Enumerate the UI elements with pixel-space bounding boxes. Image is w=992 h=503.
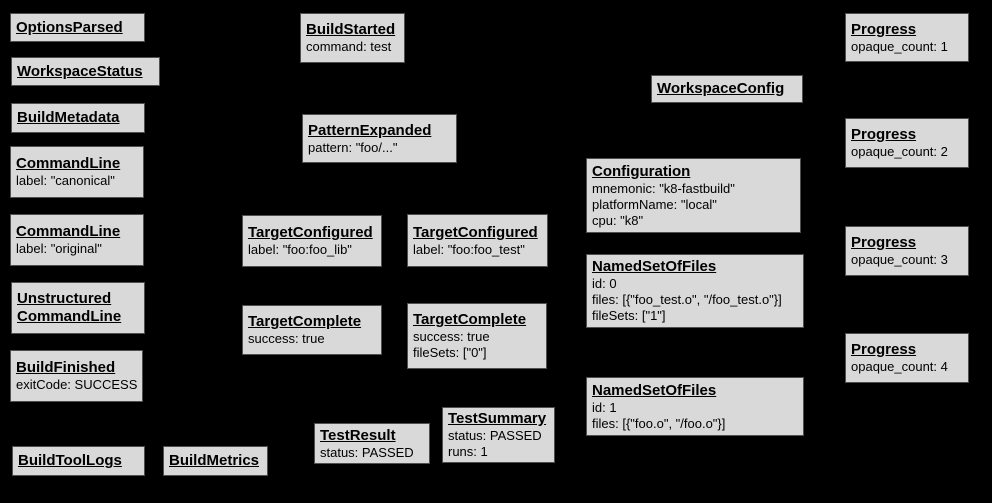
event-field: opaque_count: 1 [851, 38, 948, 54]
event-field: success: true [413, 329, 490, 344]
event-title: TargetConfigured [413, 223, 538, 241]
event-title: BuildFinished [16, 359, 116, 376]
event-box-build-metadata: BuildMetadata [11, 103, 145, 133]
event-field: opaque_count: 4 [851, 359, 948, 374]
event-field: command: test [306, 39, 392, 54]
event-box-workspace-status: WorkspaceStatus [11, 57, 160, 86]
event-box-progress-3: Progress opaque_count: 3 [845, 226, 969, 276]
event-title: WorkspaceStatus [17, 62, 143, 80]
event-box-progress-4: Progress opaque_count: 4 [845, 333, 969, 383]
event-title: NamedSetOfFiles [592, 258, 717, 275]
event-field: pattern: "foo/..." [308, 139, 398, 155]
event-field: label: "foo:foo_lib" [248, 242, 352, 257]
event-box-pattern-expanded: PatternExpanded pattern: "foo/..." [302, 114, 457, 163]
event-box-options-parsed: OptionsParsed [10, 13, 145, 42]
event-box-configuration: Configuration mnemonic: "k8-fastbuild" p… [586, 158, 801, 233]
event-field: exitCode: SUCCESS [16, 377, 138, 392]
event-title: WorkspaceConfig [657, 80, 785, 97]
event-field: status: PASSED [448, 428, 542, 443]
event-box-build-tool-logs: BuildToolLogs [12, 446, 145, 476]
event-title: TargetComplete [248, 313, 362, 330]
event-field: opaque_count: 3 [851, 252, 948, 267]
event-field: runs: 1 [448, 444, 488, 459]
event-box-target-complete-foo-test: TargetComplete success: true fileSets: [… [407, 303, 547, 369]
event-field: files: [{"foo.o", "/foo.o"}] [592, 415, 726, 431]
event-title: Configuration [592, 162, 691, 180]
event-title: TestSummary [448, 410, 547, 427]
event-title: BuildToolLogs [18, 452, 122, 469]
event-field: opaque_count: 2 [851, 144, 948, 159]
event-title: BuildMetadata [17, 109, 120, 126]
event-field: id: 1 [592, 399, 617, 415]
event-title: PatternExpanded [308, 121, 432, 139]
event-title: CommandLine [16, 223, 121, 240]
event-title: NamedSetOfFiles [592, 381, 717, 399]
event-field: cpu: "k8" [592, 212, 644, 228]
event-box-command-line-original: CommandLine label: "original" [10, 214, 144, 266]
event-field: label: "canonical" [16, 173, 115, 188]
event-box-unstructured-command-line: Unstructured CommandLine [11, 282, 145, 334]
event-title: OptionsParsed [16, 18, 123, 36]
event-box-target-configured-foo-test: TargetConfigured label: "foo:foo_test" [407, 214, 548, 267]
event-box-build-started: BuildStarted command: test [300, 13, 405, 63]
event-field: label: "original" [16, 241, 102, 256]
event-box-workspace-config: WorkspaceConfig [651, 75, 803, 103]
event-title: BuildStarted [306, 21, 396, 38]
event-box-named-set-of-files-1: NamedSetOfFiles id: 1 files: [{"foo.o", … [586, 377, 804, 436]
event-title: Progress [851, 20, 917, 38]
event-field: fileSets: ["0"] [413, 345, 487, 360]
event-box-progress-2: Progress opaque_count: 2 [845, 118, 969, 168]
event-title: TargetConfigured [248, 224, 373, 241]
event-box-test-result: TestResult status: PASSED [314, 423, 430, 464]
event-box-target-configured-foo-lib: TargetConfigured label: "foo:foo_lib" [242, 215, 382, 267]
event-box-build-metrics: BuildMetrics [163, 446, 268, 476]
event-box-build-finished: BuildFinished exitCode: SUCCESS [10, 350, 143, 402]
event-box-command-line-canonical: CommandLine label: "canonical" [10, 146, 144, 198]
event-field: files: [{"foo_test.o", "/foo_test.o"}] [592, 292, 782, 307]
event-title: BuildMetrics [169, 452, 260, 469]
event-box-named-set-of-files-0: NamedSetOfFiles id: 0 files: [{"foo_test… [586, 254, 804, 328]
event-box-progress-1: Progress opaque_count: 1 [845, 13, 969, 62]
event-title: Progress [851, 234, 917, 251]
event-field: success: true [248, 331, 325, 346]
event-title: Unstructured CommandLine [17, 290, 122, 325]
event-box-test-summary: TestSummary status: PASSED runs: 1 [442, 407, 555, 463]
event-title: CommandLine [16, 155, 121, 172]
event-title: TargetComplete [413, 311, 527, 328]
event-field: mnemonic: "k8-fastbuild" [592, 180, 735, 196]
event-title: Progress [851, 126, 917, 143]
event-field: label: "foo:foo_test" [413, 241, 525, 257]
event-field: id: 0 [592, 276, 617, 291]
event-field: platformName: "local" [592, 196, 717, 212]
event-title: TestResult [320, 426, 396, 444]
event-box-target-complete-foo-lib: TargetComplete success: true [242, 305, 382, 355]
event-title: Progress [851, 341, 917, 358]
event-field: status: PASSED [320, 444, 414, 460]
event-field: fileSets: ["1"] [592, 308, 666, 323]
